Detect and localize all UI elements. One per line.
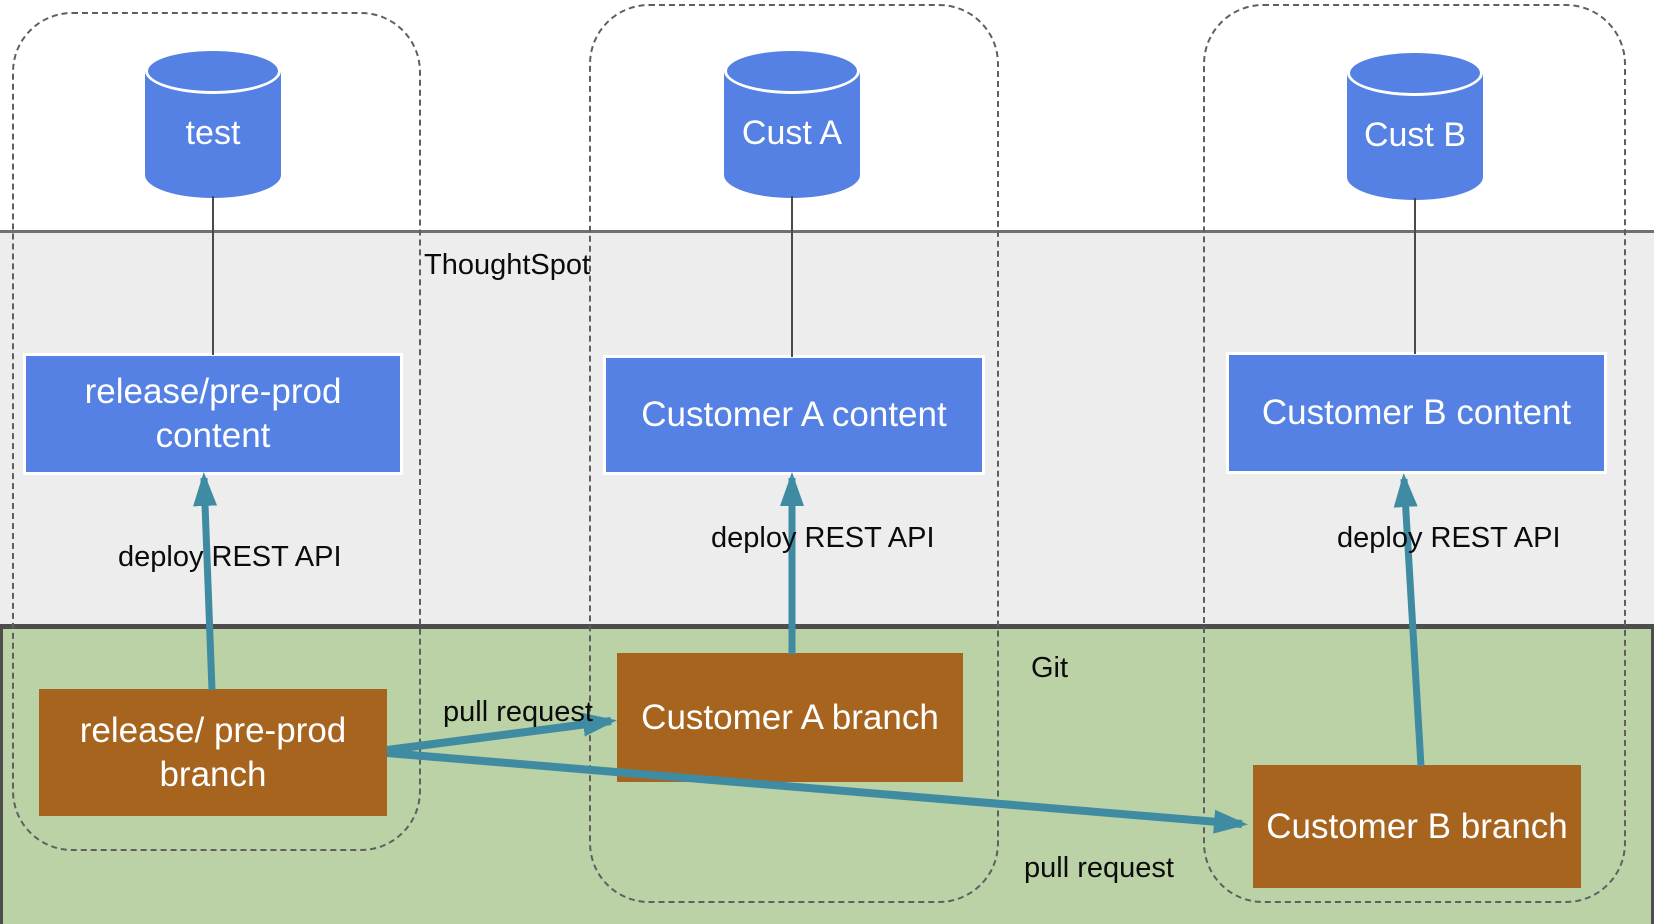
cylinder-cap bbox=[1347, 50, 1483, 96]
deploy-label-cust-a: deploy REST API bbox=[711, 522, 935, 554]
env-column-cust-b bbox=[1203, 4, 1626, 903]
cylinder-cap bbox=[724, 48, 860, 94]
database-cylinder-test: test bbox=[145, 48, 281, 198]
cylinder-cap bbox=[145, 48, 281, 94]
content-node-pre-prod: release/pre-prod content bbox=[23, 353, 403, 475]
git-region-label: Git bbox=[1031, 652, 1069, 684]
env-column-test bbox=[12, 12, 421, 851]
pull-request-label-b: pull request bbox=[1024, 852, 1174, 884]
branch-node-cust-a: Customer A branch bbox=[617, 653, 963, 782]
deploy-label-cust-b: deploy REST API bbox=[1337, 522, 1561, 554]
cylinder-label: test bbox=[185, 113, 241, 152]
pull-request-label-a: pull request bbox=[443, 696, 593, 728]
cylinder-label: Cust B bbox=[1363, 115, 1467, 154]
database-cylinder-cust-b: Cust B bbox=[1347, 50, 1483, 200]
database-cylinder-cust-a: Cust A bbox=[724, 48, 860, 198]
env-column-cust-a bbox=[589, 4, 999, 903]
thoughtspot-region-label: ThoughtSpot bbox=[424, 249, 591, 281]
content-node-cust-a: Customer A content bbox=[603, 355, 985, 475]
branch-node-cust-b: Customer B branch bbox=[1253, 765, 1581, 888]
branch-node-pre-prod: release/ pre-prod branch bbox=[39, 689, 387, 816]
cylinder-label: Cust A bbox=[741, 113, 843, 152]
content-node-cust-b: Customer B content bbox=[1226, 352, 1607, 474]
deploy-label-test: deploy REST API bbox=[118, 541, 342, 573]
